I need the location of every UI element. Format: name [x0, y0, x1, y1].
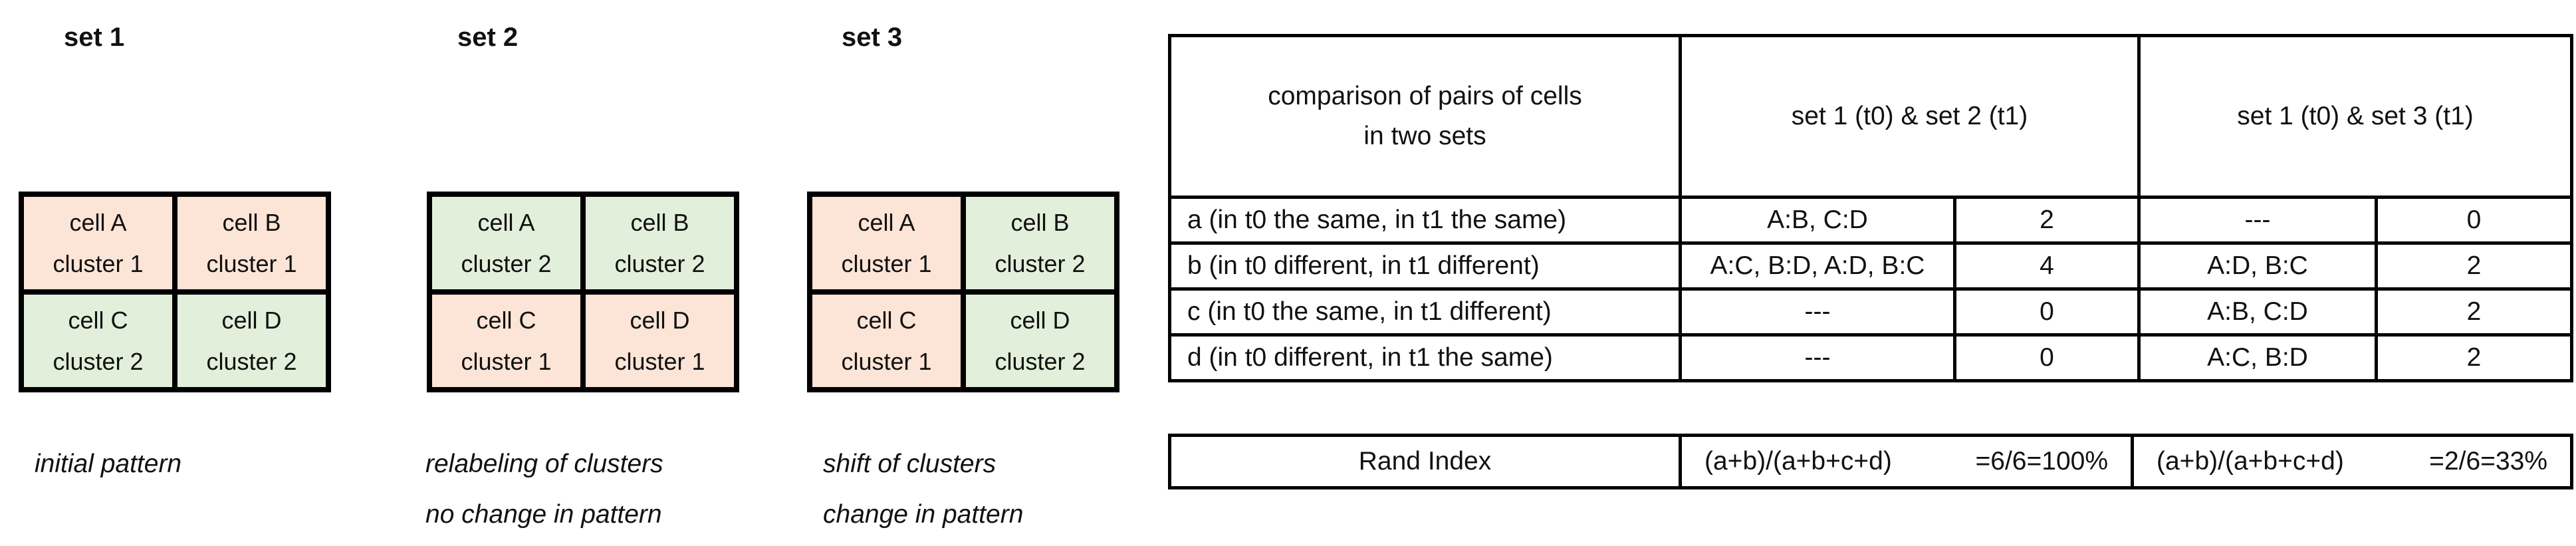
group2-header: set 1 (t0) & set 3 (t1): [2141, 37, 2570, 196]
row-c-group1-count: 0: [1956, 291, 2137, 333]
row-a-group1-count: 2: [1956, 199, 2137, 241]
row-b-group2-count: 2: [2378, 245, 2570, 287]
row-c-group2-count: 2: [2378, 291, 2570, 333]
cell-name: cell D: [630, 306, 690, 334]
row-a-group2-pairs: ---: [2141, 199, 2375, 241]
rand-index-table: Rand Index (a+b)/(a+b+c+d) =6/6=100% (a+…: [1168, 434, 2573, 489]
set2-cell-d: cell D cluster 1: [586, 295, 734, 387]
set3-cell-c: cell C cluster 1: [812, 295, 961, 387]
comparison-table: comparison of pairs of cells in two sets…: [1168, 34, 2573, 382]
set1-grid: cell A cluster 1 cell B cluster 1 cell C…: [19, 192, 331, 392]
row-c-group2-pairs: A:B, C:D: [2141, 291, 2375, 333]
cell-cluster: cluster 2: [995, 347, 1086, 375]
cell-name: cell D: [1010, 306, 1070, 334]
row-b-label: b (in t0 different, in t1 different): [1171, 245, 1679, 287]
comparison-header: comparison of pairs of cells in two sets: [1171, 37, 1679, 196]
cell-cluster: cluster 2: [614, 249, 705, 277]
comparison-header-line2: in two sets: [1363, 122, 1486, 150]
row-b-group1-count: 4: [1956, 245, 2137, 287]
comparison-header-line1: comparison of pairs of cells: [1268, 82, 1582, 110]
caption-line: no change in pattern: [425, 500, 662, 529]
rand-group2-formula: (a+b)/(a+b+c+d): [2157, 447, 2344, 476]
row-d-group1-pairs: ---: [1682, 337, 1953, 379]
set1-caption: initial pattern: [35, 439, 181, 489]
cell-cluster: cluster 1: [206, 249, 297, 277]
cell-cluster: cluster 1: [841, 347, 932, 375]
cell-name: cell D: [221, 306, 282, 334]
row-b-group1-pairs: A:C, B:D, A:D, B:C: [1682, 245, 1953, 287]
set1-cell-c: cell C cluster 2: [24, 295, 172, 387]
row-d-group2-pairs: A:C, B:D: [2141, 337, 2375, 379]
rand-group1-formula: (a+b)/(a+b+c+d): [1704, 447, 1892, 476]
set3-cell-d: cell D cluster 2: [966, 295, 1114, 387]
row-c-label: c (in t0 the same, in t1 different): [1171, 291, 1679, 333]
cell-name: cell A: [69, 208, 127, 236]
cell-name: cell C: [476, 306, 536, 334]
set3-grid: cell A cluster 1 cell B cluster 2 cell C…: [807, 192, 1119, 392]
cell-cluster: cluster 1: [614, 347, 705, 375]
set1-cell-b: cell B cluster 1: [177, 197, 326, 289]
cell-name: cell A: [477, 208, 535, 236]
set3-title: set 3: [842, 23, 903, 52]
set1-title: set 1: [64, 23, 125, 52]
rand-group2-cell: (a+b)/(a+b+c+d) =2/6=33%: [2134, 437, 2570, 486]
rand-group1-cell: (a+b)/(a+b+c+d) =6/6=100%: [1682, 437, 2131, 486]
caption-line: change in pattern: [823, 500, 1024, 529]
set1-cell-d: cell D cluster 2: [177, 295, 326, 387]
cell-name: cell A: [858, 208, 915, 236]
cell-cluster: cluster 1: [53, 249, 144, 277]
cell-cluster: cluster 1: [461, 347, 552, 375]
cell-cluster: cluster 2: [53, 347, 144, 375]
cell-cluster: cluster 1: [841, 249, 932, 277]
set2-grid: cell A cluster 2 cell B cluster 2 cell C…: [427, 192, 739, 392]
set2-cell-b: cell B cluster 2: [586, 197, 734, 289]
set2-cell-a: cell A cluster 2: [432, 197, 580, 289]
cell-cluster: cluster 2: [995, 249, 1086, 277]
cell-name: cell B: [1010, 208, 1070, 236]
set3-cell-b: cell B cluster 2: [966, 197, 1114, 289]
cell-name: cell B: [222, 208, 281, 236]
row-a-group1-pairs: A:B, C:D: [1682, 199, 1953, 241]
cell-cluster: cluster 2: [461, 249, 552, 277]
set3-caption: shift of clusters change in pattern: [823, 439, 1023, 540]
row-a-group2-count: 0: [2378, 199, 2570, 241]
cell-name: cell C: [68, 306, 128, 334]
set3-cell-a: cell A cluster 1: [812, 197, 961, 289]
set2-caption: relabeling of clusters no change in patt…: [425, 439, 663, 540]
row-d-group1-count: 0: [1956, 337, 2137, 379]
row-c-group1-pairs: ---: [1682, 291, 1953, 333]
rand-index-label: Rand Index: [1171, 437, 1679, 486]
row-a-label: a (in t0 the same, in t1 the same): [1171, 199, 1679, 241]
rand-group1-result: =6/6=100%: [1975, 447, 2108, 476]
caption-line: relabeling of clusters: [425, 450, 663, 478]
group1-header: set 1 (t0) & set 2 (t1): [1682, 37, 2137, 196]
row-d-group2-count: 2: [2378, 337, 2570, 379]
caption-line: initial pattern: [35, 450, 182, 478]
cell-name: cell C: [856, 306, 917, 334]
row-b-group2-pairs: A:D, B:C: [2141, 245, 2375, 287]
row-d-label: d (in t0 different, in t1 the same): [1171, 337, 1679, 379]
set1-cell-a: cell A cluster 1: [24, 197, 172, 289]
rand-group2-result: =2/6=33%: [2429, 447, 2547, 476]
caption-line: shift of clusters: [823, 450, 996, 478]
cell-name: cell B: [630, 208, 689, 236]
cell-cluster: cluster 2: [206, 347, 297, 375]
set2-cell-c: cell C cluster 1: [432, 295, 580, 387]
set2-title: set 2: [457, 23, 519, 52]
